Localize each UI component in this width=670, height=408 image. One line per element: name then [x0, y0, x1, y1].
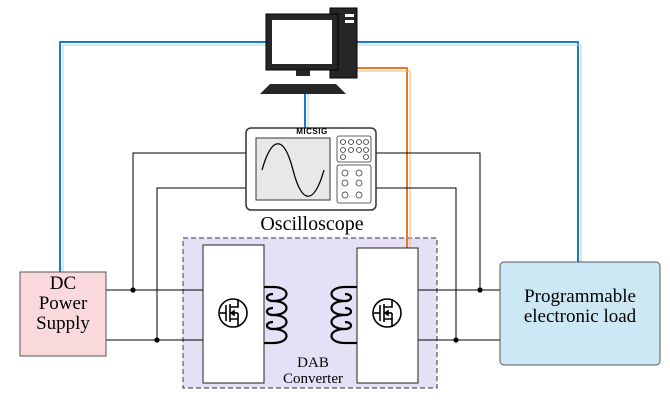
dc-label-line1: DC: [49, 273, 77, 294]
oscilloscope-brand: MICSIG: [296, 127, 328, 136]
dc-label-line3: Supply: [36, 312, 90, 334]
load-label-line1: Programmable: [524, 286, 636, 307]
dab-converter-label: DAB Converter: [268, 355, 358, 388]
mosfet-icon: [372, 298, 402, 328]
dab-label-line1: DAB: [297, 355, 329, 371]
oscilloscope-icon: [245, 127, 377, 211]
electronic-load-box: [499, 261, 661, 366]
load-label-line2: electronic load: [523, 305, 637, 327]
comm-link-blue: [59, 41, 582, 272]
dab-label-line2: Converter: [283, 370, 343, 387]
dc-power-supply-box: [19, 271, 107, 357]
electronic-load-label: Programmable electronic load: [500, 287, 660, 327]
left-bridge-block: [202, 244, 265, 384]
dc-label-line2: Power: [38, 292, 88, 314]
desktop-computer-icon: [260, 7, 358, 94]
oscilloscope-label: Oscilloscope: [260, 213, 364, 235]
probe-wires: [132, 152, 481, 340]
dc-power-supply-label: DC Power Supply: [20, 274, 106, 334]
coil-icon: [264, 285, 357, 345]
right-bridge-block: [356, 247, 419, 384]
junction-dots: [130, 287, 483, 343]
mosfet-icon: [218, 298, 248, 328]
